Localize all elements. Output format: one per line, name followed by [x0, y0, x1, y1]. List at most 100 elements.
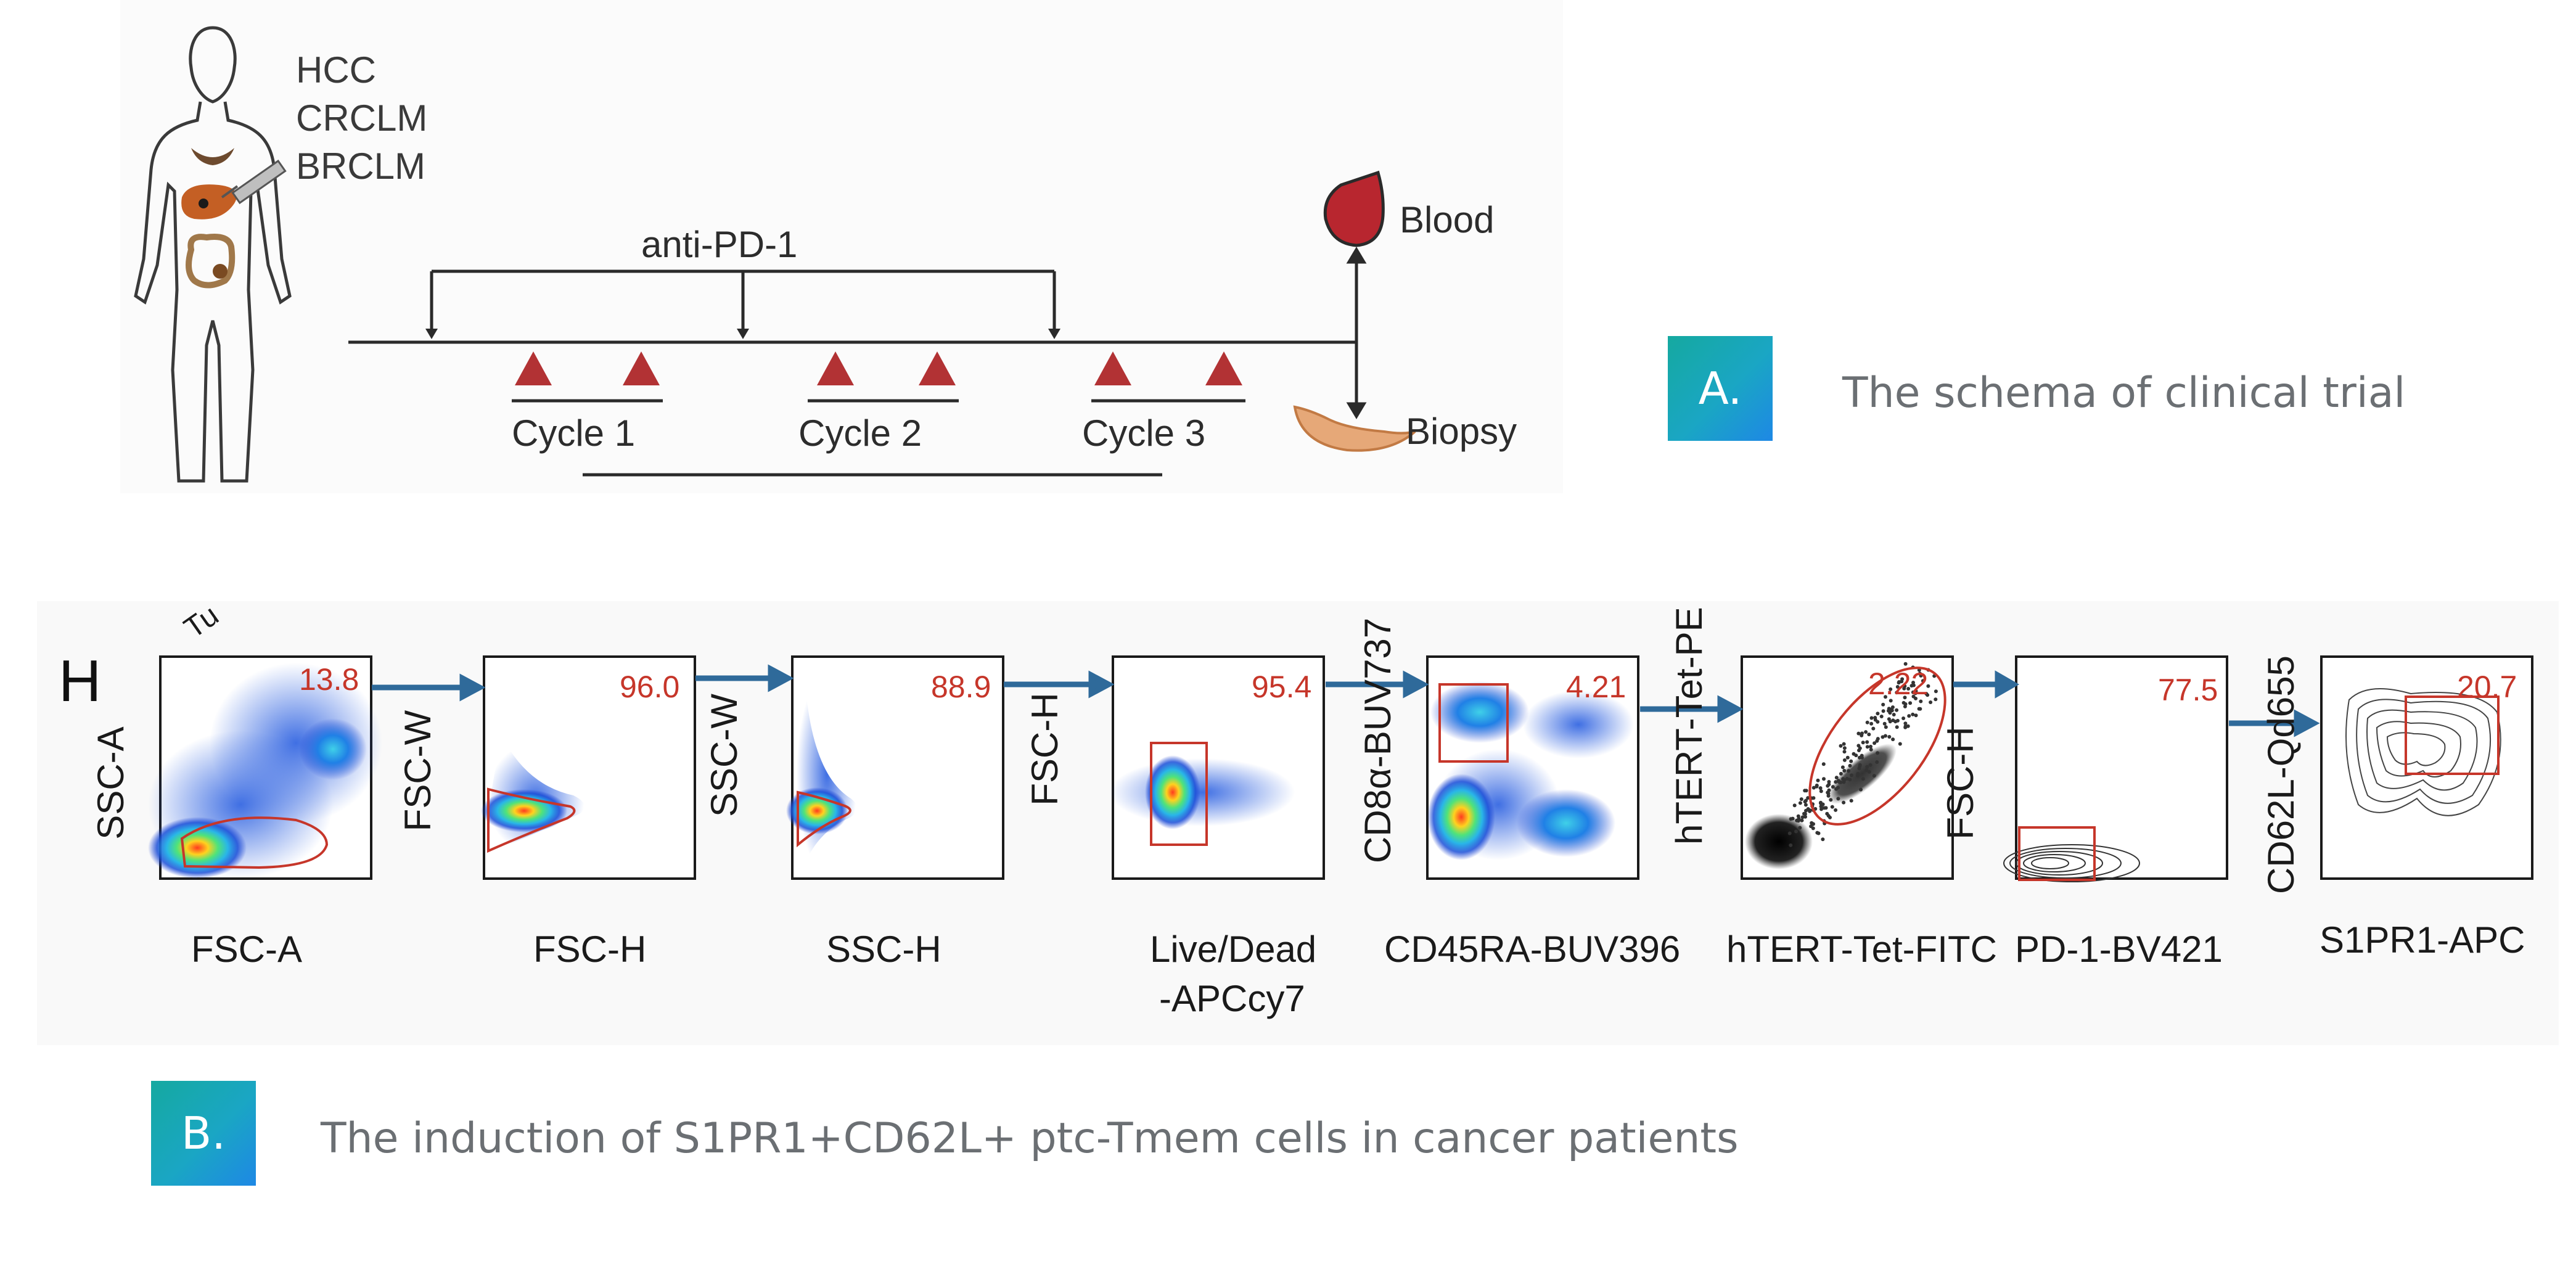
tetramer-dot: [1792, 803, 1797, 808]
tetramer-dot: [1919, 673, 1923, 678]
tetramer-dot: [1856, 774, 1860, 778]
human-body-icon: [134, 26, 292, 483]
gating-arrows: [372, 664, 2320, 737]
tetramer-dot: [1848, 763, 1852, 768]
tetramer-dot: [1859, 787, 1863, 792]
tetramer-dot: [1826, 790, 1830, 795]
tetramer-dot: [1869, 716, 1874, 720]
tetramer-dot: [1842, 769, 1847, 773]
tetramer-dot: [1919, 699, 1923, 704]
tetramer-dot: [1794, 829, 1798, 834]
plot-pd1-fsc-h: [2003, 655, 2228, 882]
tetramer-dot: [1829, 798, 1833, 802]
tetramer-dot: [1819, 805, 1823, 808]
tetramer-dot: [1914, 713, 1918, 718]
tetramer-dot: [1861, 741, 1865, 745]
tetramer-dot: [1884, 725, 1888, 729]
plot5-frequency: 4.21: [1566, 670, 1626, 704]
tetramer-dot: [1854, 753, 1858, 758]
cycle-label-1: Cycle 1: [512, 412, 636, 454]
tetramer-dot: [1819, 789, 1823, 794]
tetramer-dot: [1860, 731, 1864, 736]
tetramer-dot: [1890, 708, 1894, 713]
tetramer-dot: [1818, 786, 1823, 790]
tetramer-dot: [1929, 700, 1933, 704]
blood-drop-icon: [1323, 170, 1385, 247]
tetramer-dot: [1800, 818, 1804, 823]
tetramer-dot: [1865, 745, 1869, 749]
tetramer-dot: [1842, 746, 1847, 750]
tetramer-dot: [1798, 801, 1802, 805]
tetramer-dot: [1789, 843, 1793, 847]
plot1-ylabel: SSC-A: [90, 726, 131, 840]
cycle-label-3: Cycle 3: [1082, 412, 1206, 454]
tetramer-dot: [1827, 780, 1831, 784]
panel-b-badge: B.: [151, 1081, 256, 1186]
tetramer-dot: [1911, 694, 1916, 699]
plot6-ylabel: hTERT-Tet-PE: [1668, 607, 1710, 845]
tetramer-dot: [1892, 713, 1896, 716]
plot8-frequency: 20.7: [2457, 670, 2517, 704]
tetramer-dot: [1902, 686, 1906, 691]
tetramer-dot: [1789, 817, 1793, 821]
sample-label-blood: Blood: [1400, 199, 1495, 240]
tetramer-dot: [1803, 800, 1807, 804]
tetramer-dot: [1800, 815, 1805, 819]
plot8-ylabel: CD62L-Qd655: [2260, 655, 2302, 894]
tetramer-dot: [1811, 786, 1816, 790]
cancer-type-crclm: CRCLM: [296, 97, 428, 139]
sample-arrow-icon: [1346, 247, 1367, 419]
tetramer-dot: [1842, 742, 1846, 746]
tetramer-dot: [1895, 685, 1900, 689]
tetramer-dot: [1921, 679, 1925, 683]
tetramer-dot: [1811, 796, 1816, 800]
tetramer-dot: [1887, 735, 1892, 739]
plot-htert-tet: [1741, 655, 1954, 880]
tetramer-dot: [1856, 731, 1861, 736]
plot3-frequency: 88.9: [931, 670, 991, 704]
plot3-ylabel: SSC-W: [703, 694, 745, 817]
cycle-label-2: Cycle 2: [798, 412, 922, 454]
tetramer-dot: [1834, 808, 1838, 812]
tetramer-dot: [1898, 742, 1902, 746]
tetramer-dot: [1856, 744, 1861, 748]
tetramer-dot: [1819, 807, 1823, 811]
tetramer-dot: [1891, 737, 1895, 742]
tetramer-dot: [1881, 709, 1885, 713]
panel-b-caption: The induction of S1PR1+CD62L+ ptc-Tmem c…: [321, 1114, 1739, 1163]
panel-letter-h: H: [59, 648, 102, 714]
tetramer-dot: [1840, 765, 1845, 769]
tetramer-dot: [1803, 814, 1807, 819]
tetramer-dot: [1816, 778, 1820, 782]
tetramer-dot: [1842, 758, 1847, 762]
tetramer-dot: [1831, 785, 1835, 789]
dosing-arrowheads: [425, 329, 1060, 339]
tetramer-dot: [1787, 831, 1792, 835]
tetramer-dot: [1901, 716, 1906, 720]
cycle-underlines: [512, 399, 1245, 477]
tetramer-dot: [1914, 689, 1918, 693]
tetramer-dot: [1834, 776, 1839, 780]
stomach-icon: [191, 148, 234, 165]
tetramer-dot: [1799, 797, 1803, 802]
tetramer-dot: [1868, 763, 1873, 767]
cancer-type-brclm: BRCLM: [296, 146, 426, 187]
plot2-frequency: 96.0: [620, 670, 680, 704]
tetramer-dot: [1867, 769, 1871, 774]
tetramer-dot: [1811, 822, 1815, 826]
tetramer-dot: [1849, 759, 1853, 763]
tetramer-dot: [1867, 732, 1871, 737]
tetramer-dot: [1821, 762, 1826, 766]
plot7-frequency: 77.5: [2158, 673, 2218, 707]
tetramer-dot: [1839, 780, 1843, 784]
liver-dot-icon: [199, 199, 208, 208]
tetramer-dot: [1924, 692, 1929, 696]
tetramer-dot: [1803, 803, 1808, 807]
tetramer-dot: [1911, 690, 1915, 694]
tetramer-dot: [1845, 755, 1850, 760]
schema-diagram: [134, 26, 1416, 483]
tetramer-dot: [1815, 831, 1819, 835]
tetramer-dot: [1804, 789, 1808, 793]
tetramer-dot: [1911, 681, 1915, 684]
tetramer-dot: [1872, 774, 1876, 778]
